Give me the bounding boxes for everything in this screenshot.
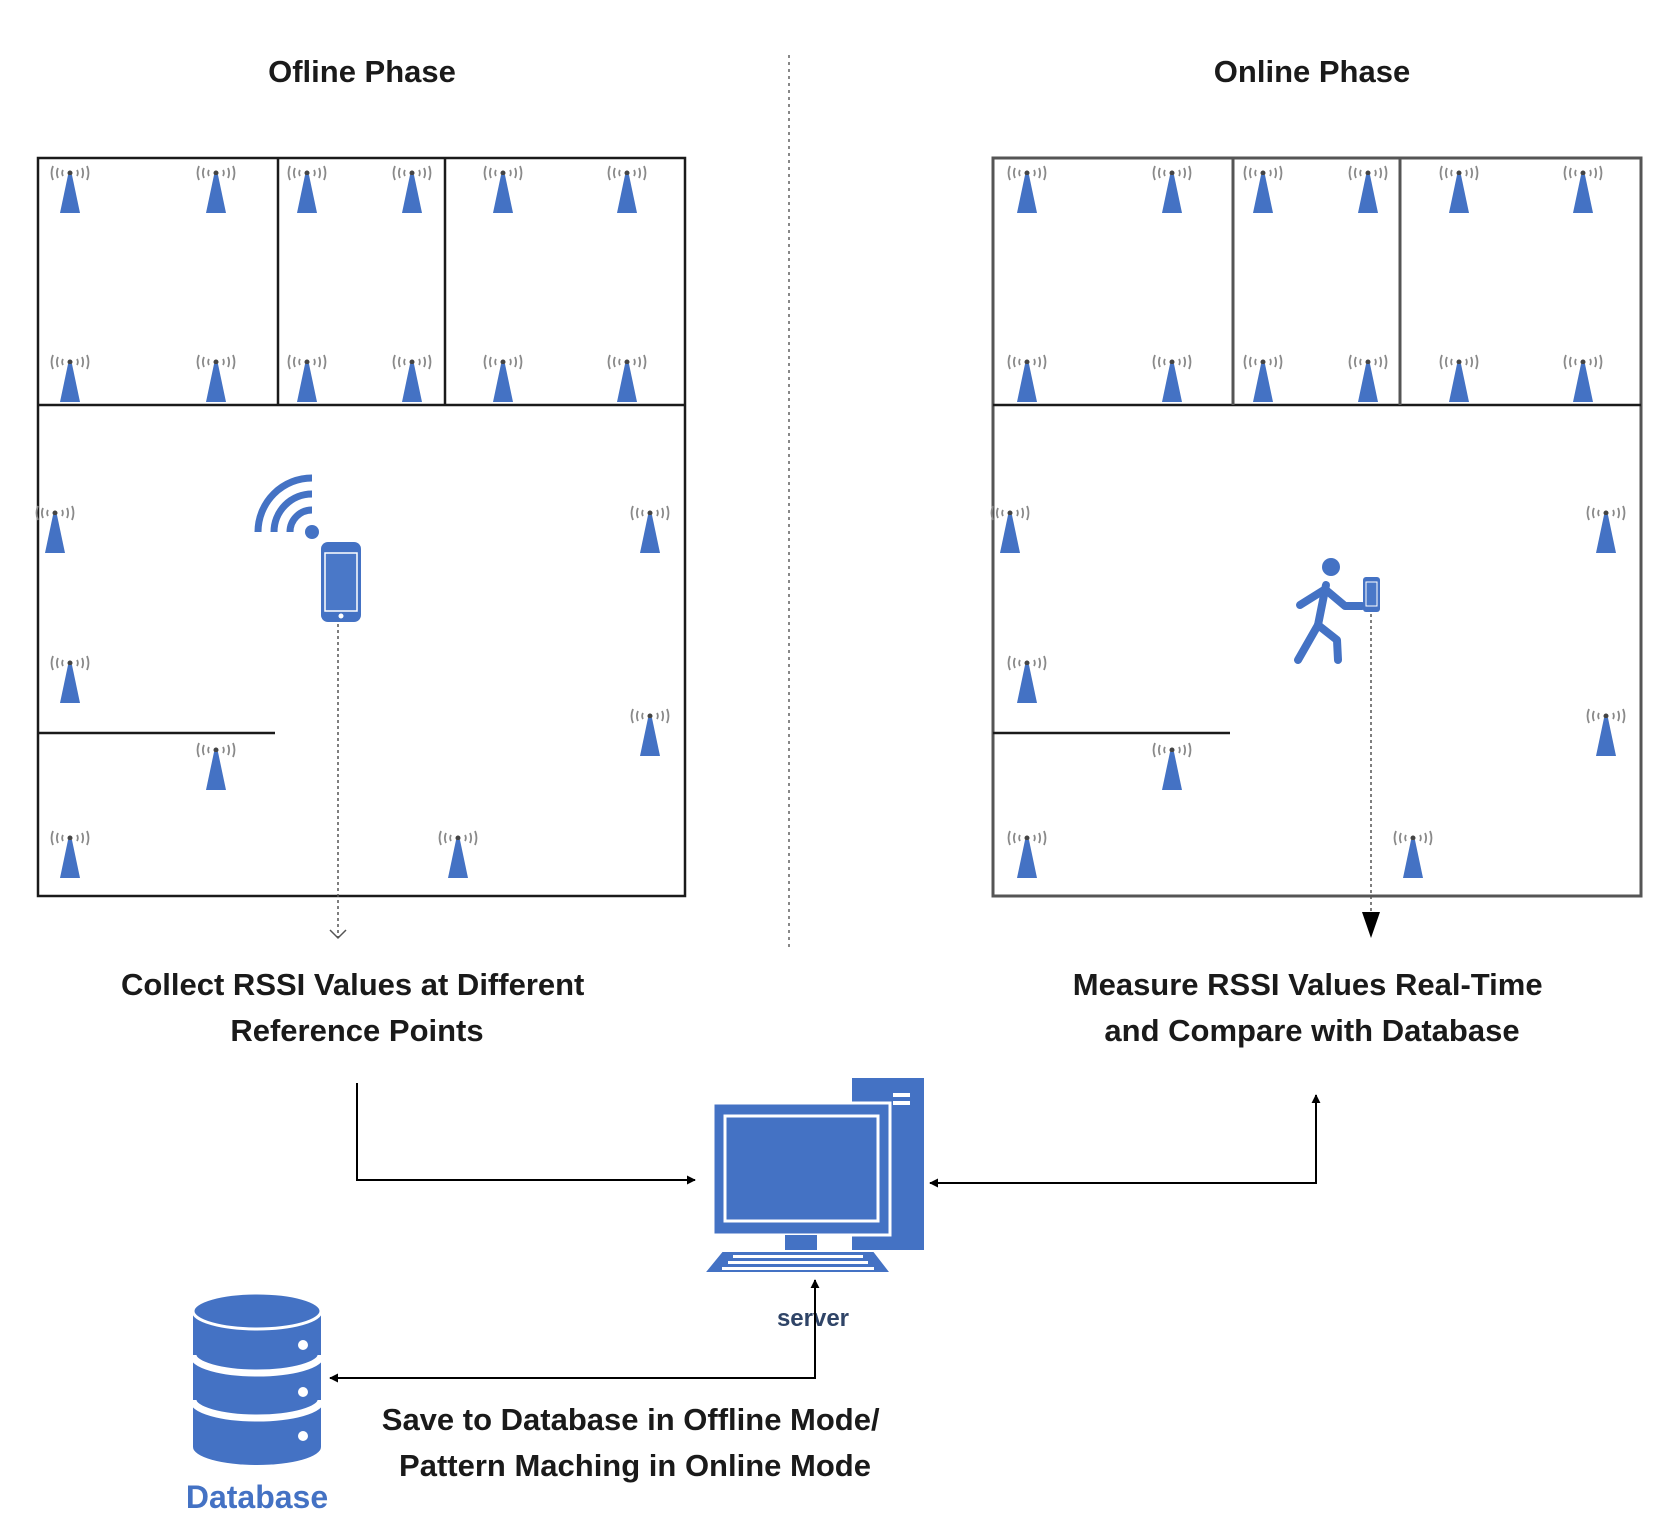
wifi-tower-icon xyxy=(1563,165,1603,214)
collect-step-label: Collect RSSI Values at Different Referen… xyxy=(121,967,593,1048)
online-floor-plan xyxy=(991,156,1643,898)
wifi-tower-icon xyxy=(438,830,478,879)
smartphone-icon xyxy=(1363,577,1380,612)
wifi-tower-icon xyxy=(1563,354,1603,403)
wifi-tower-icon xyxy=(630,708,670,757)
wifi-tower-icon xyxy=(392,354,432,403)
wifi-tower-icon xyxy=(1152,165,1192,214)
measure-step-label: Measure RSSI Values Real-Time and Compar… xyxy=(1073,967,1551,1048)
offline-access-points xyxy=(35,165,670,879)
server-database-arrow xyxy=(329,1279,820,1383)
online-access-points xyxy=(990,165,1626,879)
walking-person-icon xyxy=(1294,558,1366,664)
database-label: Database xyxy=(186,1479,328,1515)
wifi-tower-icon xyxy=(990,505,1030,554)
offline-phase-title: Ofline Phase xyxy=(268,54,456,89)
wifi-tower-icon xyxy=(196,354,236,403)
wifi-tower-icon xyxy=(1348,354,1388,403)
server-measure-arrow xyxy=(929,1094,1321,1188)
offline-floor-plan xyxy=(36,156,687,898)
wifi-tower-icon xyxy=(35,505,75,554)
wifi-tower-icon xyxy=(1007,354,1047,403)
wifi-tower-icon xyxy=(196,165,236,214)
wifi-tower-icon xyxy=(1586,505,1626,554)
wifi-tower-icon xyxy=(630,505,670,554)
wifi-tower-icon xyxy=(1586,708,1626,757)
wifi-tower-icon xyxy=(1439,354,1479,403)
wifi-tower-icon xyxy=(392,165,432,214)
wifi-tower-icon xyxy=(287,354,327,403)
wifi-tower-icon xyxy=(483,354,523,403)
wifi-tower-icon xyxy=(1243,354,1283,403)
wifi-tower-icon xyxy=(1152,354,1192,403)
server-label: server xyxy=(777,1305,849,1332)
wifi-tower-icon xyxy=(287,165,327,214)
wifi-tower-icon xyxy=(1007,165,1047,214)
wifi-tower-icon xyxy=(1348,165,1388,214)
wifi-tower-icon xyxy=(50,354,90,403)
smartphone-icon xyxy=(321,542,361,622)
wifi-tower-icon xyxy=(50,165,90,214)
save-step-label: Save to Database in Offline Mode/ Patter… xyxy=(382,1402,888,1483)
wifi-tower-icon xyxy=(50,655,90,704)
desktop-computer-icon xyxy=(701,1078,924,1274)
wifi-tower-icon xyxy=(1243,165,1283,214)
wifi-tower-icon xyxy=(483,165,523,214)
collect-to-server-arrow xyxy=(356,1083,696,1185)
wifi-tower-icon xyxy=(1152,742,1192,791)
wifi-signal-icon xyxy=(254,474,319,539)
wifi-tower-icon xyxy=(607,165,647,214)
wifi-tower-icon xyxy=(1439,165,1479,214)
online-phase-title: Online Phase xyxy=(1214,54,1410,89)
open-arrowhead xyxy=(329,929,347,940)
wifi-tower-icon xyxy=(1007,830,1047,879)
wifi-tower-icon xyxy=(196,742,236,791)
arrowhead xyxy=(1362,912,1380,938)
wifi-tower-icon xyxy=(1393,830,1433,879)
database-icon xyxy=(189,1291,325,1465)
wifi-tower-icon xyxy=(1007,655,1047,704)
wifi-tower-icon xyxy=(607,354,647,403)
wifi-tower-icon xyxy=(50,830,90,879)
